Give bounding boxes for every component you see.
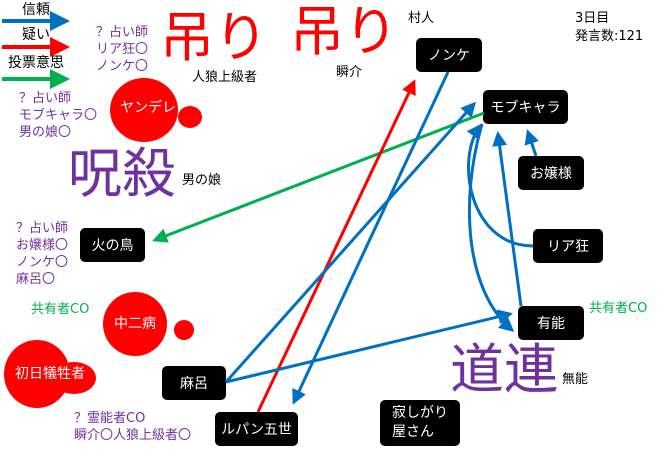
blood-splatter [174, 320, 194, 340]
node-shonichi[interactable]: 初日犠牲者 [15, 366, 85, 382]
note-yandere-seer: ？占い師 リア狂〇 ノンケ〇 [96, 25, 149, 74]
legend-trust-label: 信頼 [22, 2, 50, 18]
node-chuni[interactable]: 中二病 [114, 316, 156, 332]
node-yuno[interactable]: 有能 [518, 306, 584, 340]
trust-arrow-nonke-to-lupin [292, 71, 450, 405]
node-ojou[interactable]: お嬢様 [518, 156, 584, 190]
legend-vote-label: 投票意思 [8, 55, 64, 71]
dead-name-otokonoko: 男の娘 [182, 173, 222, 188]
dead-name-muno: 無能 [562, 372, 589, 387]
trust-arrow-maro-to-yuno [225, 309, 513, 384]
trust-arrow-riakyo-to-mob [466, 123, 534, 248]
fate-curse: 呪殺 [68, 142, 176, 205]
blood-splatter [178, 106, 202, 128]
post-count: 発言数:121 [575, 29, 644, 44]
day-label: 3日目 [575, 11, 610, 26]
node-hinotori[interactable]: 火の鳥 [80, 228, 145, 262]
vote-arrow-mob-to-hinotori [152, 111, 485, 243]
note-chuni-co: 共有者CO [31, 302, 90, 317]
fate-dragged: 道連 [450, 338, 558, 401]
legend-doubt-label: 疑い [22, 27, 50, 43]
node-lupin[interactable]: ルパン五世 [215, 412, 298, 446]
fate-hang-1: 吊り [160, 6, 268, 69]
trust-arrow-ojou-to-mob [524, 129, 539, 157]
blood-splatter [110, 78, 178, 142]
blood-splatter [52, 362, 96, 394]
node-nonke[interactable]: ノンケ [416, 38, 482, 72]
node-riakyo[interactable]: リア狂 [533, 229, 603, 263]
note-otokonoko-seer: ？占い師 モブキャラ〇 男の娘〇 [19, 91, 98, 140]
node-yandere[interactable]: ヤンデレ [120, 100, 176, 116]
trust-arrow-maro-to-mob [224, 101, 476, 383]
node-maro[interactable]: 麻呂 [162, 366, 226, 400]
note-medium: ？霊能者CO 瞬介〇人狼上級者〇 [74, 411, 192, 443]
trust-arrow-mob-to-yuno [467, 123, 515, 332]
doubt-arrow-lupin-to-nonke [256, 79, 416, 413]
node-sabishi[interactable]: 寂しがり 屋さん [380, 400, 460, 446]
trust-arrow-yuno-to-mob [492, 131, 523, 307]
dead-name-shunsuke: 瞬介 [336, 65, 363, 80]
dead-name-jinro: 人狼上級者 [192, 70, 258, 85]
node-mob[interactable]: モブキャラ [483, 90, 568, 124]
blood-splatter [103, 292, 167, 356]
dead-name-murabito: 村人 [408, 11, 435, 26]
note-yuno-co: 共有者CO [589, 301, 648, 316]
fate-hang-2: 吊り [290, 0, 398, 63]
note-hinotori-seer: ？占い師 お嬢様〇 ノンケ〇 麻呂〇 [16, 221, 69, 287]
